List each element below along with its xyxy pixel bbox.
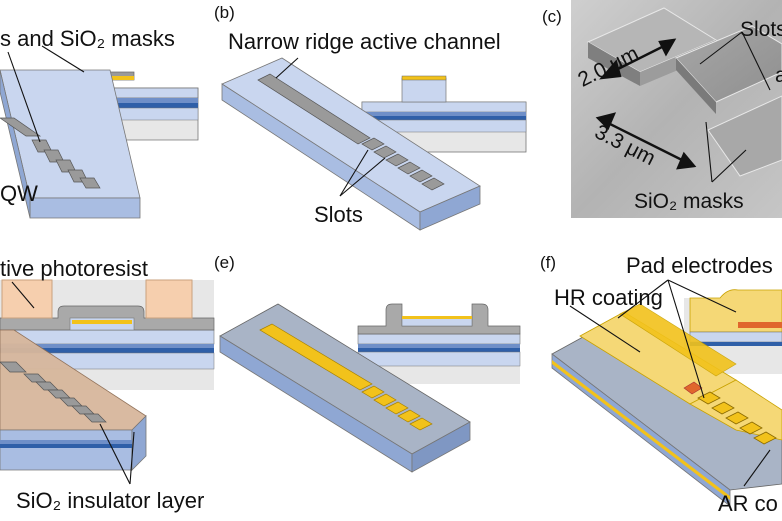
panel-d: tive photoresist SiO₂ insulator layer	[0, 256, 215, 513]
panel-e: (e)	[214, 253, 521, 473]
slot-tiles-d	[0, 361, 107, 423]
slot-tiles-f	[697, 391, 777, 445]
sem-cropped-letter: a	[775, 64, 782, 87]
ridge-electrode	[259, 323, 373, 391]
sem-mask-tiles	[586, 7, 782, 177]
sem-dimension-arrows	[595, 38, 697, 170]
pad-electrodes-label: Pad electrodes	[626, 253, 773, 278]
sio2-masks-label: SiO₂ masks	[634, 190, 744, 213]
panel-e-label: (e)	[214, 253, 235, 272]
slots-label-c: Slots	[740, 18, 782, 41]
panel-a-chip	[0, 69, 141, 219]
hr-coating-slot	[683, 381, 703, 395]
mask-tiles	[31, 139, 101, 189]
ridge-mask	[0, 117, 42, 137]
masks-label-a: s and SiO₂ masks	[0, 26, 175, 51]
panel-f-label: (f)	[540, 253, 556, 272]
photoresist-label: tive photoresist	[0, 256, 148, 281]
narrow-ridge	[257, 73, 371, 145]
panel-e-chip	[219, 303, 471, 473]
hr-coating-label: HR coating	[554, 285, 663, 310]
panel-d-chip	[0, 329, 147, 471]
insulator-label: SiO₂ insulator layer	[16, 488, 204, 513]
panel-b: (b) Na	[214, 3, 527, 231]
qw-label: QW	[0, 181, 38, 206]
slots-label-b: Slots	[314, 202, 363, 227]
panel-f-chip	[551, 303, 782, 507]
panel-b-label: (b)	[214, 3, 235, 22]
panel-a: s and SiO₂ masks QW	[0, 26, 199, 219]
ridge-label: Narrow ridge active channel	[228, 29, 501, 54]
panel-c: (c) 2.0 μm 3.3 μm Slots SiO₂ masks a	[542, 0, 782, 218]
panel-c-label: (c)	[542, 7, 562, 26]
panel-f: (f) Pad	[540, 253, 782, 516]
slot-tiles-b	[361, 137, 445, 191]
ar-coating-label: AR co	[718, 491, 778, 516]
electrode-tiles-e	[361, 385, 433, 431]
panel-b-chip	[221, 57, 481, 231]
